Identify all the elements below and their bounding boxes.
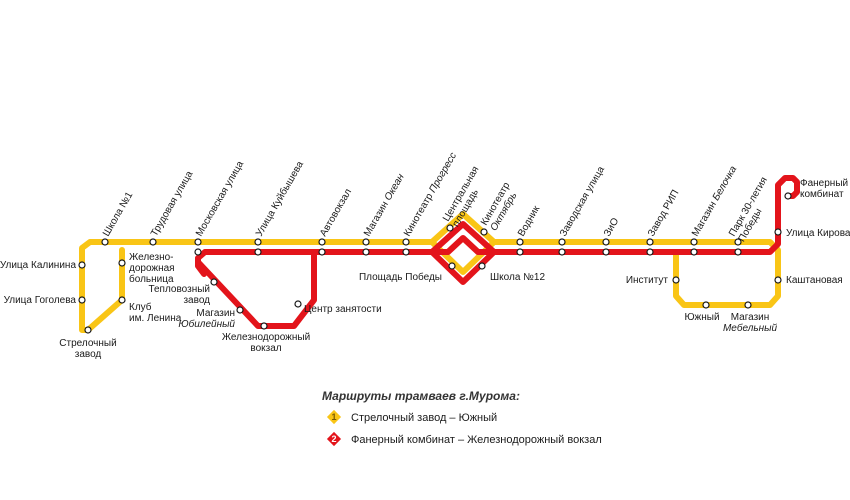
station-fanerny — [784, 192, 792, 200]
station-shkola12 — [478, 262, 486, 270]
route2-south-loop — [195, 249, 317, 329]
label-avtovokzal: Автовокзал — [318, 187, 354, 239]
station-zio — [602, 238, 610, 246]
station-yuzhny — [702, 301, 710, 309]
legend-route1-label: Стрелочный завод – Южный — [351, 412, 497, 424]
legend-route2: 2 Фанерный комбинат – Железнодорожный во… — [326, 431, 602, 447]
station-moskovskaya-r — [194, 248, 202, 256]
label-zio: ЗиО — [602, 216, 621, 238]
station-kuibysheva — [254, 238, 262, 246]
legend-route1-number: 1 — [331, 412, 336, 422]
station-progress-r — [402, 248, 410, 256]
label-institut: Институт — [626, 275, 669, 286]
label-kuibysheva: Улица Куйбышева — [253, 159, 306, 239]
legend-route2-label: Фанерный комбинат – Железнодорожный вокз… — [351, 434, 602, 446]
station-centr-zanyatosti — [294, 300, 302, 308]
label-shkola1: Школа №1 — [101, 190, 135, 239]
station-okean-r — [362, 248, 370, 256]
station-rip — [646, 238, 654, 246]
station-kalinina — [78, 261, 86, 269]
station-kashtanovaya — [774, 276, 782, 284]
label-kashtanovaya: Каштановая — [786, 275, 843, 286]
station-zavodskaya-r — [558, 248, 566, 256]
route1-inner-branch — [85, 247, 125, 333]
label-rip: Завод РИП — [646, 188, 681, 238]
label-shkola12: Школа №12 — [490, 272, 545, 283]
legend-route1: 1 Стрелочный завод – Южный — [326, 409, 497, 425]
station-vodnik-r — [516, 248, 524, 256]
station-belochka — [690, 238, 698, 246]
station-vodnik — [516, 238, 524, 246]
label-trudovaya: Трудовая улица — [149, 169, 195, 239]
station-kuibysheva-r — [254, 248, 262, 256]
station-ploshchad-pobedy — [448, 262, 456, 270]
station-park-r — [734, 248, 742, 256]
route2-diamond — [429, 221, 497, 285]
station-avtovokzal — [318, 238, 326, 246]
route1-west-loop — [79, 239, 435, 333]
label-okean: Магазин Океан — [362, 172, 407, 239]
station-klub — [118, 296, 126, 304]
label-park: Парк 30-летия Победы — [727, 173, 781, 244]
label-moskovskaya: Московская улица — [194, 159, 246, 239]
station-zavodskaya — [558, 238, 566, 246]
station-mebelny — [744, 301, 752, 309]
route1-east — [491, 239, 781, 308]
station-institut — [672, 276, 680, 284]
station-strelochny — [84, 326, 92, 334]
station-zio-r — [602, 248, 610, 256]
station-oktyabr — [480, 228, 488, 236]
station-trudovaya — [149, 238, 157, 246]
station-gogoleva — [78, 296, 86, 304]
station-park — [734, 238, 742, 246]
legend-route2-number: 2 — [331, 434, 336, 444]
station-yubileiny — [236, 306, 244, 314]
station-central — [446, 224, 454, 232]
station-rip-r — [646, 248, 654, 256]
label-ploshchad-pobedy: Площадь Победы — [359, 271, 442, 283]
label-kirova: Улица Кирова — [786, 228, 850, 239]
legend: Маршруты трамваев г.Мурома: 1 Стрелочный… — [322, 389, 602, 447]
label-vodnik: Водник — [516, 204, 543, 239]
station-shkola1 — [101, 238, 109, 246]
station-belochka-r — [690, 248, 698, 256]
label-gogoleva: Улица Гоголева — [4, 295, 77, 306]
station-bolnica — [118, 259, 126, 267]
label-kalinina: Улица Калинина — [0, 260, 76, 271]
station-okean — [362, 238, 370, 246]
label-zavodskaya: Заводская улица — [558, 164, 607, 238]
station-moskovskaya — [194, 238, 202, 246]
label-centr-zanyatosti: Центр занятости — [304, 304, 382, 315]
station-teplovozny — [210, 278, 218, 286]
station-vokzal — [260, 322, 268, 330]
legend-route1-badge — [326, 409, 342, 425]
station-avtovokzal-r — [318, 248, 326, 256]
label-oktyabr: Кинотеатр Октябрь — [479, 178, 523, 233]
label-yuzhny: Южный — [684, 312, 719, 323]
legend-title: Маршруты трамваев г.Мурома: — [322, 389, 520, 403]
route2-main — [195, 175, 800, 277]
station-kirova — [774, 228, 782, 236]
legend-route2-badge — [326, 431, 342, 447]
station-progress — [402, 238, 410, 246]
